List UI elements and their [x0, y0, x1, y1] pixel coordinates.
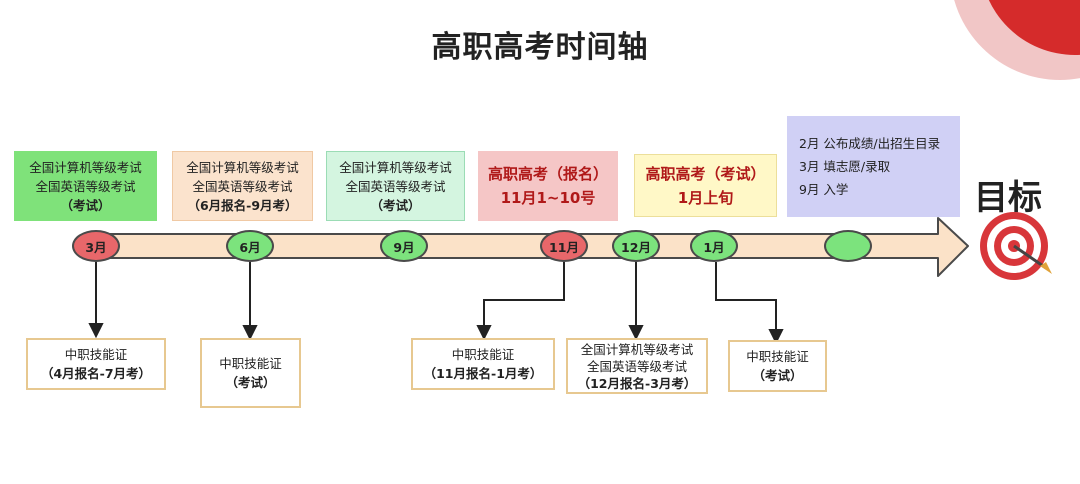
bottom-box-line: （4月报名-7月考） [40, 366, 152, 381]
top-box-gaokao-exam: 高职高考（考试） 1月上旬 [634, 154, 777, 217]
node-label: 9月 [393, 239, 415, 255]
bottom-box-line: 中职技能证 [746, 349, 809, 364]
top-box-line: 全国英语等级考试 [35, 178, 136, 194]
node-label: 1月 [703, 239, 725, 255]
goal-line: 2月 公布成绩/出招生目录 [799, 136, 941, 151]
goal-label: 目标 [974, 178, 1042, 218]
top-box-march: 全国计算机等级考试 全国英语等级考试 （考试） [14, 151, 157, 221]
bottom-box-line: 中职技能证 [451, 347, 515, 362]
bottom-box-skill-cert-2: 中职技能证 （考试） [200, 338, 301, 408]
timeline-node-november: 11月 [540, 230, 588, 262]
top-box-september: 全国计算机等级考试 全国英语等级考试 （考试） [326, 151, 465, 221]
target-icon [980, 212, 1052, 280]
top-box-line: 高职高考（考试） [645, 164, 766, 183]
timeline-node-goal [824, 230, 872, 262]
bottom-box-line: （11月报名-1月考） [423, 366, 543, 381]
top-box-line: 全国计算机等级考试 [186, 159, 299, 175]
bottom-box-line: 中职技能证 [219, 356, 282, 371]
node-label: 6月 [239, 239, 261, 255]
top-box-line: 1月上旬 [677, 188, 734, 207]
bottom-box-line: 中职技能证 [64, 347, 128, 362]
timeline-node-january: 1月 [690, 230, 738, 262]
bottom-box-line: （考试） [225, 375, 276, 390]
top-box-line: 全国英语等级考试 [192, 178, 293, 194]
page-title: 高职高考时间轴 [431, 30, 649, 65]
top-box-gaokao-signup: 高职高考（报名） 11月1~10号 [478, 151, 618, 221]
bottom-box-line: 全国计算机等级考试 [580, 341, 694, 357]
timeline-node-december: 12月 [612, 230, 660, 262]
bottom-box-computer-english: 全国计算机等级考试 全国英语等级考试 （12月报名-3月考） [566, 338, 708, 394]
top-box-line: 全国英语等级考试 [345, 178, 446, 194]
node-label: 12月 [621, 239, 651, 255]
bottom-box-line: 全国英语等级考试 [586, 358, 687, 374]
goal-line: 3月 填志愿/录取 [799, 159, 891, 174]
bottom-box-skill-cert-3: 中职技能证 （11月报名-1月考） [411, 338, 555, 390]
node-label: 3月 [85, 239, 107, 255]
timeline-node-march: 3月 [72, 230, 120, 262]
goal-line: 9月 入学 [799, 182, 849, 197]
node-label: 11月 [549, 239, 579, 255]
top-box-line: （考试） [60, 197, 111, 213]
top-box-line: 全国计算机等级考试 [339, 159, 452, 175]
top-box-line: 全国计算机等级考试 [29, 159, 142, 175]
top-box-line: （6月报名-9月考） [187, 197, 298, 213]
top-box-line: 高职高考（报名） [487, 165, 608, 183]
bottom-box-skill-cert-1: 中职技能证 （4月报名-7月考） [26, 338, 166, 390]
bottom-box-skill-cert-4: 中职技能证 （考试） [728, 340, 827, 392]
timeline-node-june: 6月 [226, 230, 274, 262]
timeline-node-september: 9月 [380, 230, 428, 262]
top-box-june: 全国计算机等级考试 全国英语等级考试 （6月报名-9月考） [172, 151, 313, 221]
goal-box: 2月 公布成绩/出招生目录 3月 填志愿/录取 9月 入学 [787, 116, 960, 217]
bottom-box-line: （考试） [752, 368, 803, 383]
bottom-box-line: （12月报名-3月考） [577, 375, 697, 391]
top-box-line: 11月1~10号 [500, 189, 596, 207]
top-box-line: （考试） [370, 197, 421, 213]
